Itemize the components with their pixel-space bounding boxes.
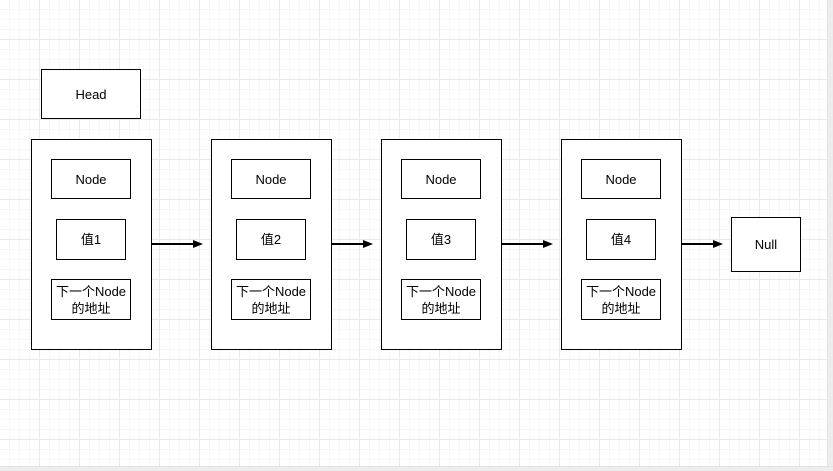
node-address-box[interactable]: 下一个Node 的地址: [401, 279, 481, 320]
node-address-box[interactable]: 下一个Node 的地址: [51, 279, 131, 320]
node-container-3[interactable]: Node 值3 下一个Node 的地址: [381, 139, 502, 350]
node-container-4[interactable]: Node 值4 下一个Node 的地址: [561, 139, 682, 350]
head-label: Head: [75, 86, 107, 102]
node-address-line2: 的地址: [251, 300, 291, 316]
arrow-head-icon: [193, 240, 203, 248]
node-address-line2: 的地址: [421, 300, 461, 316]
node-container-2[interactable]: Node 值2 下一个Node 的地址: [211, 139, 332, 350]
arrow-line: [152, 243, 193, 245]
null-label: Null: [754, 237, 778, 252]
horizontal-scrollbar[interactable]: [0, 466, 833, 471]
arrow-line: [682, 243, 713, 245]
arrow-node1-to-node2[interactable]: [152, 239, 203, 249]
arrow-node3-to-node4[interactable]: [502, 239, 553, 249]
node-value-box[interactable]: 值1: [56, 219, 126, 260]
node-address-box[interactable]: 下一个Node 的地址: [581, 279, 661, 320]
node-title-label: Node: [425, 171, 457, 187]
null-box[interactable]: Null: [731, 217, 801, 272]
node-title-box[interactable]: Node: [401, 159, 481, 199]
node-value-label: 值3: [430, 232, 452, 247]
arrow-head-icon: [713, 240, 723, 248]
vertical-scrollbar[interactable]: [827, 0, 833, 470]
node-address-line1: 下一个Node: [405, 283, 477, 299]
arrow-line: [332, 243, 363, 245]
node-value-label: 值4: [610, 232, 632, 247]
node-value-box[interactable]: 值2: [236, 219, 306, 260]
arrow-head-icon: [543, 240, 553, 248]
arrow-node4-to-null[interactable]: [682, 239, 723, 249]
node-value-label: 值1: [80, 232, 102, 247]
node-value-label: 值2: [260, 232, 282, 247]
arrow-node2-to-node3[interactable]: [332, 239, 373, 249]
arrow-head-icon: [363, 240, 373, 248]
node-address-line2: 的地址: [71, 300, 111, 316]
node-value-box[interactable]: 值3: [406, 219, 476, 260]
node-value-box[interactable]: 值4: [586, 219, 656, 260]
node-address-line1: 下一个Node: [55, 283, 127, 299]
node-title-label: Node: [255, 171, 287, 187]
node-address-line1: 下一个Node: [585, 283, 657, 299]
node-title-box[interactable]: Node: [581, 159, 661, 199]
node-title-box[interactable]: Node: [51, 159, 131, 199]
node-address-line1: 下一个Node: [235, 283, 307, 299]
node-container-1[interactable]: Node 值1 下一个Node 的地址: [31, 139, 152, 350]
node-address-box[interactable]: 下一个Node 的地址: [231, 279, 311, 320]
arrow-line: [502, 243, 543, 245]
node-title-label: Node: [75, 171, 107, 187]
node-title-box[interactable]: Node: [231, 159, 311, 199]
head-box[interactable]: Head: [41, 69, 141, 119]
node-title-label: Node: [605, 171, 637, 187]
node-address-line2: 的地址: [601, 300, 641, 316]
